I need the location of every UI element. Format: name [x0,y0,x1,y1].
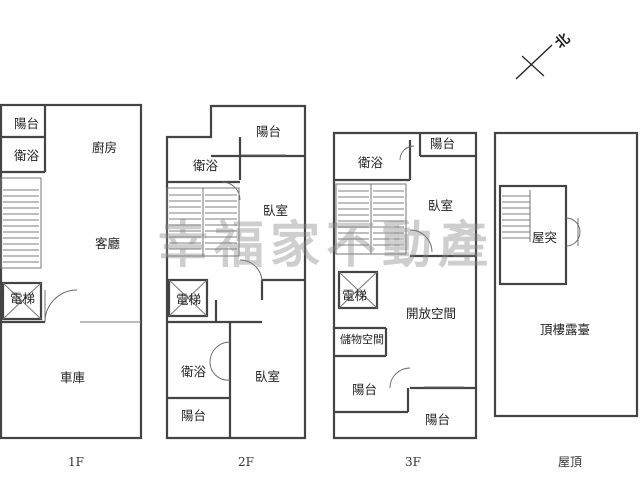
floor-3f-outline [332,131,478,440]
stair-3f [338,184,404,254]
floor-2f-plan: 陽台 衛浴 臥室 電梯 衛浴 臥室 陽台 2F [165,104,307,469]
room-label: 衛浴 [181,364,207,379]
room-label: 客廳 [95,236,121,251]
floor-1f-plan: 陽台 衛浴 廚房 客廳 電梯 車庫 1F [0,103,143,469]
floor-label: 1F [68,455,84,469]
room-label: 陽台 [425,412,450,427]
floor-label: 3F [405,455,421,469]
room-label: 電梯 [176,292,201,307]
room-label: 車庫 [60,370,85,385]
room-label: 陽台 [352,382,377,397]
room-label: 屋突 [532,230,557,245]
stair-roof [502,190,531,242]
room-label: 臥室 [255,369,280,384]
room-label: 臥室 [428,198,453,213]
room-label: 廚房 [92,140,117,155]
north-arrow: 北 [515,31,573,80]
floor-roof-outline [493,131,639,418]
room-label: 衛浴 [358,155,384,170]
north-label: 北 [552,31,573,52]
floor-roof-plan: 屋突 頂樓露臺 屋頂 [493,131,639,469]
floor-1f-outline [0,103,143,440]
room-label: 陽台 [430,136,455,151]
room-label: 衛浴 [14,148,40,163]
room-label: 電梯 [342,288,367,303]
room-label: 衛浴 [193,158,219,173]
room-label: 電梯 [10,291,35,306]
room-label: 陽台 [256,124,281,139]
stair-2f [169,188,237,256]
watermark-logo: 幸福家不動產 [158,216,494,274]
room-label: 儲物空間 [340,332,384,346]
floor-3f-plan: 陽台 衛浴 臥室 電梯 開放空間 儲物空間 陽台 陽台 3F [332,131,478,469]
floor-label: 屋頂 [558,455,582,469]
floor-2f-outline [165,104,307,440]
room-label: 開放空間 [406,306,456,321]
stair-1f [3,189,39,263]
room-label: 臥室 [263,203,288,218]
room-label: 陽台 [14,116,39,131]
floor-label: 2F [238,455,254,469]
room-label: 頂樓露臺 [540,322,590,337]
room-label: 陽台 [181,408,206,423]
